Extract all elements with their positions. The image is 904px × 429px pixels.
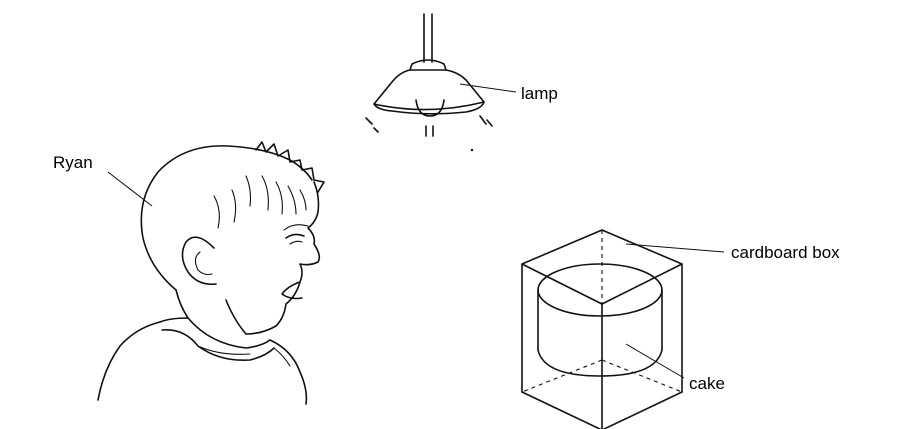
cardboard-box-leader-line — [625, 243, 725, 253]
lamp-leader-line — [459, 83, 517, 93]
cake-leader-line — [625, 343, 685, 379]
cake-drawing — [537, 263, 663, 377]
cake-label: cake — [689, 374, 725, 393]
cardboard-box-drawing — [521, 229, 683, 429]
ryan-drawing — [97, 141, 325, 405]
ryan-label: Ryan — [53, 153, 93, 172]
ryan-leader-line — [107, 171, 153, 207]
lamp-label: lamp — [521, 84, 558, 103]
lamp-drawing — [365, 13, 493, 152]
cardboard-box-label: cardboard box — [731, 243, 840, 262]
